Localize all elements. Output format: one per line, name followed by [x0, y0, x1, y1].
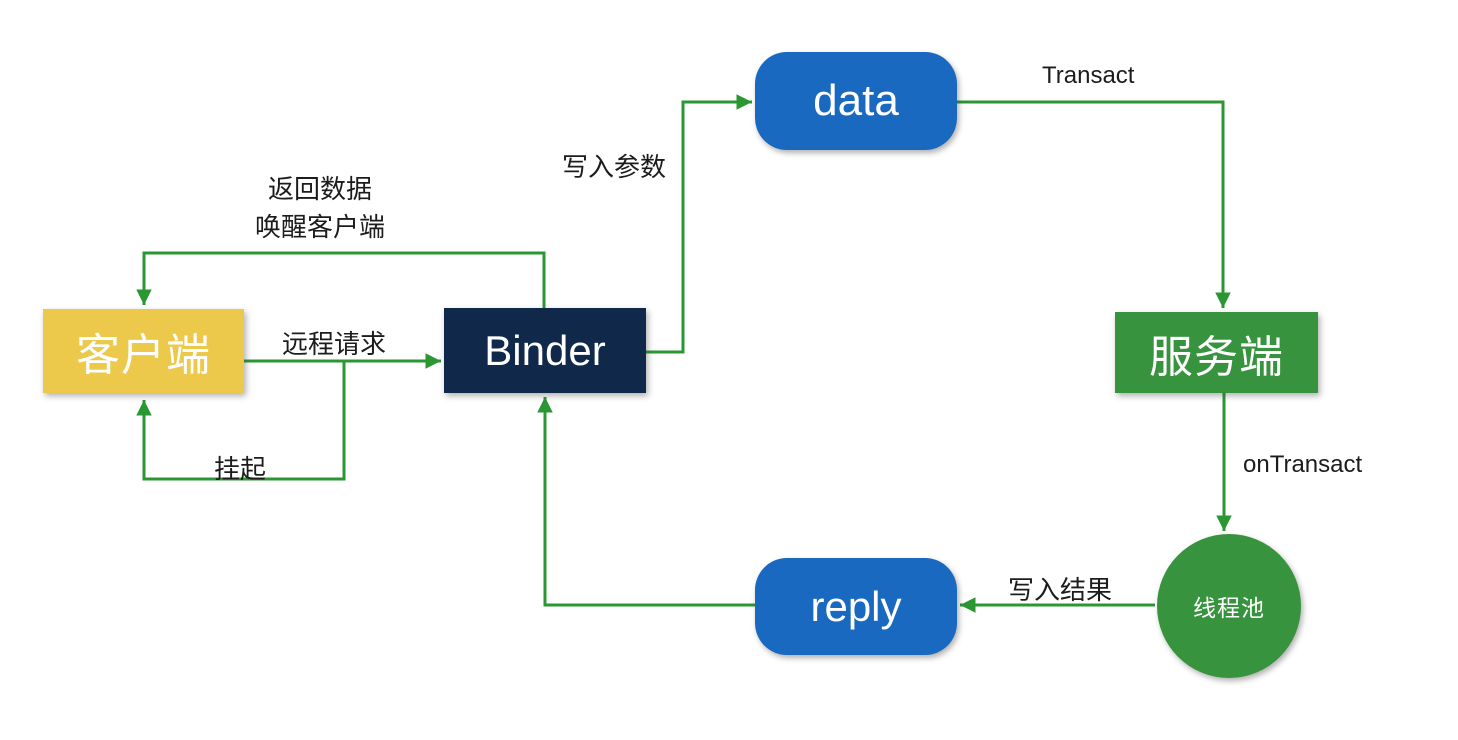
node-binder-label: Binder: [484, 326, 606, 374]
edge-label-on-transact: onTransact: [1243, 451, 1363, 478]
node-thread-pool: 线程池: [1157, 534, 1301, 678]
node-data: data: [755, 52, 957, 150]
edge-label-return-data-line2: 唤醒客户端: [254, 212, 385, 242]
node-reply: reply: [755, 558, 957, 655]
edge-label-transact: Transact: [1042, 62, 1135, 89]
node-thread-pool-label: 线程池: [1193, 595, 1265, 621]
node-client: 客户端: [43, 309, 244, 393]
edge-label-write-result: 写入结果: [1008, 575, 1113, 605]
node-binder: Binder: [444, 308, 646, 393]
edge-label-return-data-line1: 返回数据: [267, 174, 372, 204]
node-client-label: 客户端: [76, 331, 211, 380]
node-data-label: data: [813, 76, 899, 125]
node-server-label: 服务端: [1149, 332, 1284, 382]
edge-label-return-data: 返回数据 唤醒客户端: [247, 170, 393, 246]
edge-transact: [957, 100, 1231, 308]
edge-reply-to-binder: [537, 397, 755, 607]
edge-label-suspend: 挂起: [214, 454, 267, 484]
edge-label-write-params: 写入参数: [562, 152, 667, 182]
edge-label-remote-request: 远程请求: [282, 329, 387, 359]
edge-write-params: [646, 94, 752, 354]
node-server: 服务端: [1115, 312, 1318, 393]
node-reply-label: reply: [810, 582, 902, 630]
edge-return-data: [136, 251, 546, 308]
